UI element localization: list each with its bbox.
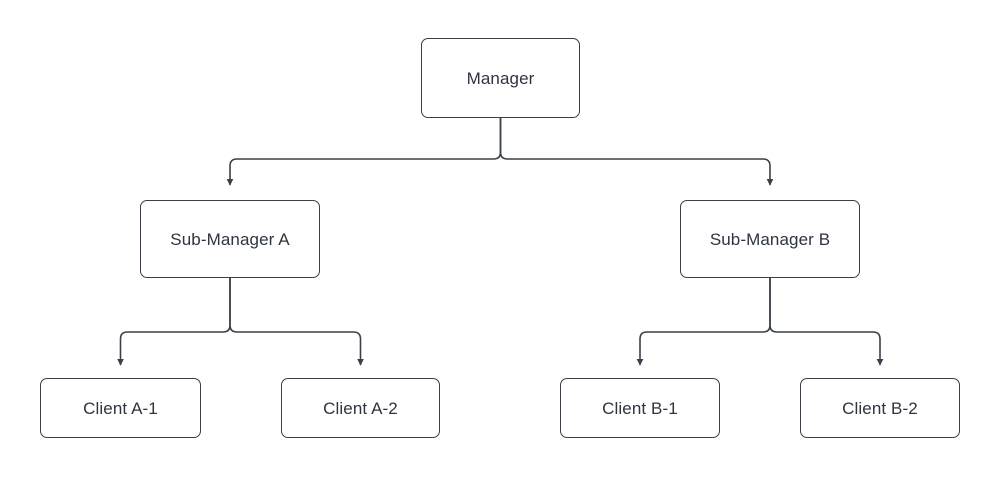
node-client-b-1-label: Client B-1 (602, 398, 678, 418)
node-sub-manager-b[interactable]: Sub-Manager B (680, 200, 860, 278)
node-client-a-1[interactable]: Client A-1 (40, 378, 201, 438)
node-sub-manager-a[interactable]: Sub-Manager A (140, 200, 320, 278)
edge-sub-a-client-a-1 (117, 278, 231, 366)
node-client-a-2[interactable]: Client A-2 (281, 378, 440, 438)
node-client-b-2[interactable]: Client B-2 (800, 378, 960, 438)
node-sub-manager-a-label: Sub-Manager A (170, 229, 290, 249)
edge-sub-b-client-b-2 (769, 278, 884, 366)
node-client-b-2-label: Client B-2 (842, 398, 918, 418)
node-client-b-1[interactable]: Client B-1 (560, 378, 720, 438)
node-sub-manager-b-label: Sub-Manager B (709, 229, 831, 249)
edge-sub-b-client-b-1 (636, 278, 771, 366)
node-client-a-1-label: Client A-1 (83, 398, 158, 418)
edge-manager-sub-b (499, 118, 774, 186)
node-client-a-2-label: Client A-2 (323, 398, 398, 418)
edge-manager-sub-a (226, 118, 502, 186)
node-manager[interactable]: Manager (421, 38, 580, 118)
edge-sub-a-client-a-2 (229, 278, 364, 366)
node-manager-label: Manager (466, 68, 535, 88)
